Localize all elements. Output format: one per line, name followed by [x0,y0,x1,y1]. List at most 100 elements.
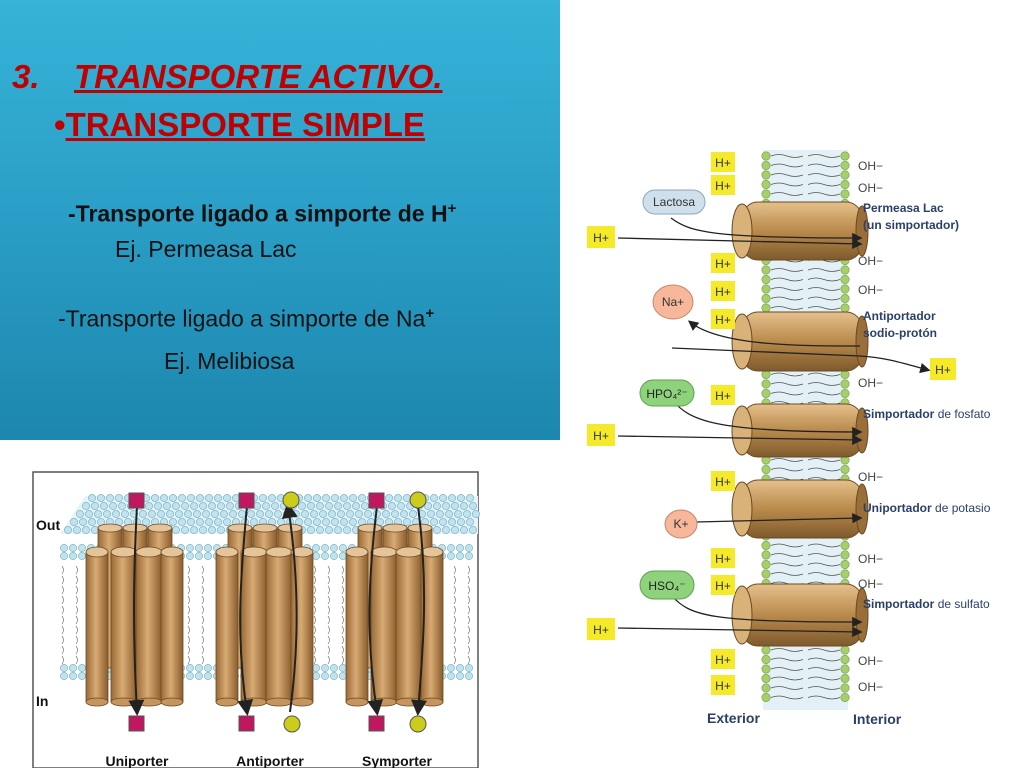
svg-text:H+: H+ [715,679,731,693]
interior-label: Interior [853,711,902,727]
hydroxide-label: OH− [858,283,883,297]
antiporter-label: Antiporter [236,753,304,768]
na-antiporter-label: Antiportador [863,309,936,323]
proton-box: H+ [711,548,735,568]
symporter-molecule-out [368,492,385,509]
svg-text:H+: H+ [715,389,731,403]
proton-box: H+ [587,618,615,640]
svg-text:H+: H+ [715,552,731,566]
symporter-molecule-in [368,715,385,732]
in-label: In [36,693,48,709]
proton-box: H+ [711,385,735,405]
antiporter-molecule-out [238,492,255,509]
slide-heading: 3. TRANSPORTE ACTIVO. [12,58,443,96]
membrane-transporter-5 [731,583,869,647]
na-superscript: + [425,305,435,322]
symporter-arrow-2 [411,505,427,716]
lipid-bilayer-left [60,494,480,680]
sulfate-symporter-label: Simportador de sulfato [863,597,990,611]
heading-text: TRANSPORTE ACTIVO. [74,58,443,95]
hydroxide-label: OH− [858,470,883,484]
bullet-mark: • [54,106,66,143]
proton-box: H+ [711,471,735,491]
antiporter-arrow-in [237,505,254,716]
uniporter-protein [85,523,184,707]
antiporter-arrow-out [281,502,298,713]
title-panel [0,0,560,440]
svg-text:H+: H+ [715,156,731,170]
phosphate-ion: HPO₄²⁻ [639,379,695,407]
hydroxide-label: OH− [858,654,883,668]
svg-text:H+: H+ [715,285,731,299]
potassium-ion: K+ [664,509,698,539]
h-symport-line: -Transporte ligado a simporte de H+ [68,200,457,227]
proton-box: H+ [711,281,735,301]
proton-box: H+ [930,358,956,380]
svg-text:Na+: Na+ [662,295,684,309]
out-label: Out [36,517,60,533]
membrane-transporter-1 [731,201,869,261]
uniporter-label: Uniporter [106,753,170,768]
svg-text:H+: H+ [715,475,731,489]
proton-box: H+ [711,175,735,195]
symporter-ion-out [409,491,427,509]
symporter-protein [345,523,444,707]
membrane-transporter-3 [731,403,869,458]
hydroxide-label: OH− [858,552,883,566]
lac-permease-sublabel: (un simportador) [863,218,959,232]
proton-box: H+ [711,253,735,273]
example-melibiosa-line: Ej. Melibiosa [164,348,295,374]
na-antiporter-sublabel: sodio-protón [863,326,937,340]
hydroxide-label: OH− [858,577,883,591]
symporter-ion-in [409,715,427,733]
svg-text:H+: H+ [715,179,731,193]
svg-text:H+: H+ [593,623,609,637]
phosphate-symporter-label: Simportador de fosfato [863,407,991,421]
proton-box: H+ [711,152,735,172]
svg-text:H+: H+ [715,653,731,667]
membrane-transporter-4 [731,479,869,539]
symporter-arrow-1 [367,505,384,716]
sulfate-ion: HSO₄⁻ [639,570,695,600]
na-symport-line: -Transporte ligado a simporte de Na+ [58,305,435,332]
svg-text:K+: K+ [673,517,688,531]
lac-permease-label: Permeasa Lac [863,201,944,215]
h-superscript: + [447,200,457,217]
proton-box: H+ [587,226,615,248]
antiporter-ion-in [283,715,301,733]
lipid-bilayer-right [761,151,850,702]
svg-text:H+: H+ [593,429,609,443]
symporter-label: Symporter [362,753,433,768]
hydroxide-label: OH− [858,254,883,268]
uniporter-arrow [128,505,145,716]
hydroxide-label: OH− [858,680,883,694]
uniporter-molecule-in [128,715,145,732]
lactose-substrate: Lactosa [642,189,706,215]
slide-subheading: •TRANSPORTE SIMPLE [54,106,425,144]
svg-text:H+: H+ [715,257,731,271]
membrane-transporter-2 [731,311,869,372]
heading-number: 3. [12,58,40,95]
antiporter-protein [215,523,314,707]
antiporter-ion-out [282,491,300,509]
proton-box: H+ [711,309,735,329]
sodium-ion: Na+ [652,284,694,320]
subheading-text: TRANSPORTE SIMPLE [65,106,425,143]
svg-text:H+: H+ [935,363,951,377]
proton-box: H+ [711,649,735,669]
proton-box: H+ [711,675,735,695]
svg-text:HPO₄²⁻: HPO₄²⁻ [646,387,687,401]
proton-box: H+ [711,575,735,595]
svg-text:Lactosa: Lactosa [653,195,695,209]
svg-text:H+: H+ [593,231,609,245]
antiporter-molecule-in [238,715,255,732]
hydroxide-label: OH− [858,376,883,390]
svg-text:H+: H+ [715,579,731,593]
svg-text:HSO₄⁻: HSO₄⁻ [648,579,685,593]
uniporter-molecule-out [128,492,145,509]
potassium-uniporter-label: Uniportador de potasio [863,501,991,515]
example-lac-line: Ej. Permeasa Lac [115,236,297,262]
svg-text:H+: H+ [715,313,731,327]
proton-box: H+ [587,424,615,446]
exterior-label: Exterior [707,710,760,726]
